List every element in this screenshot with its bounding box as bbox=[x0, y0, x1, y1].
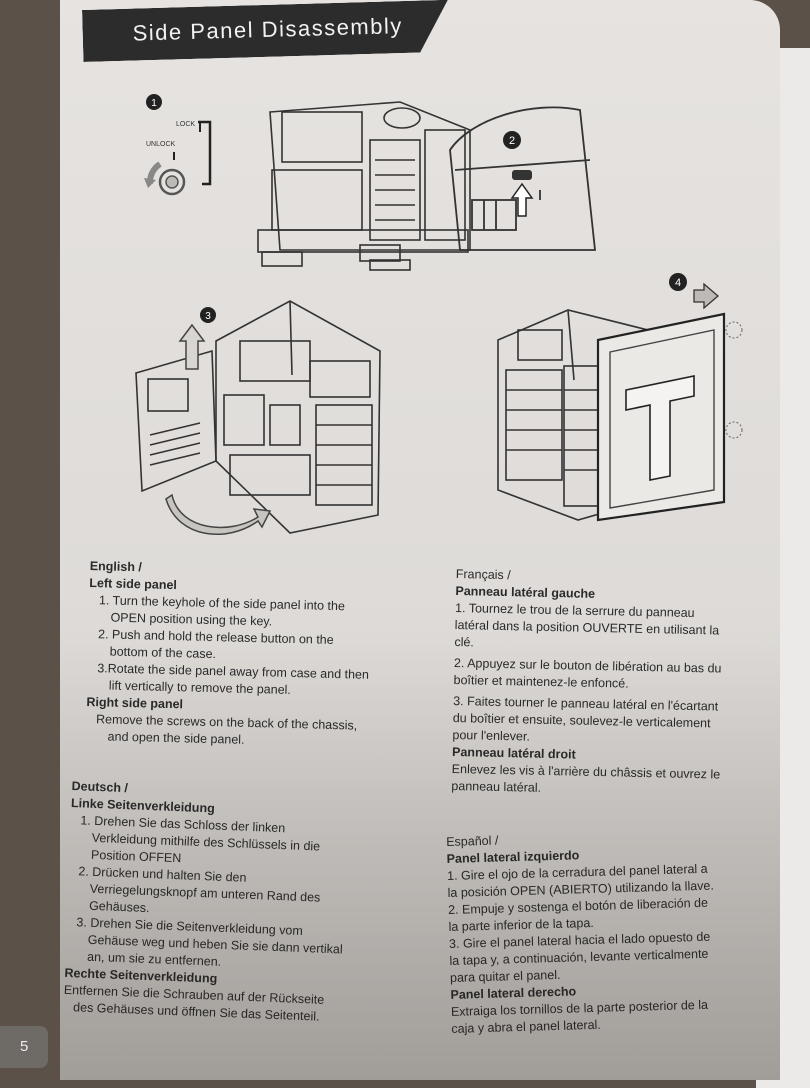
rotate-arrow-icon bbox=[165, 493, 272, 535]
step-number-1: 1 bbox=[151, 98, 157, 109]
keyhole-icon bbox=[158, 168, 186, 196]
right-panel-diagram: 4 bbox=[497, 273, 743, 522]
open-case-diagram: 3 bbox=[135, 300, 381, 535]
figure-left-panel-removal: 3 bbox=[120, 295, 400, 545]
french-instructions: Français / Panneau latéral gauche 1. Tou… bbox=[451, 566, 724, 801]
spanish-instructions: Español / Panel lateral izquierdo 1. Gir… bbox=[446, 827, 718, 1038]
page-number-tab: 5 bbox=[0, 1026, 48, 1068]
step-number-3: 3 bbox=[205, 311, 211, 322]
german-instructions: Deutsch / Linke Seitenverkleidung 1. Dre… bbox=[63, 778, 349, 1026]
release-button-icon bbox=[512, 170, 532, 180]
figure-release-button: 2 bbox=[240, 80, 600, 280]
thermaltake-logo-icon bbox=[625, 375, 695, 481]
lock-label: LOCK bbox=[176, 121, 195, 128]
up-arrow-icon bbox=[510, 182, 534, 217]
step-number-4: 4 bbox=[675, 277, 681, 289]
figure-lock-key: 1 LOCK UNLOCK bbox=[130, 88, 230, 208]
lift-arrow-icon bbox=[178, 323, 206, 370]
figure-right-panel-removal: 4 bbox=[488, 270, 748, 530]
case-top-diagram: 2 bbox=[257, 101, 597, 271]
page-number: 5 bbox=[20, 1038, 29, 1055]
step-number-2: 2 bbox=[509, 135, 515, 147]
lock-diagram: 1 LOCK UNLOCK bbox=[144, 94, 212, 196]
unlock-label: UNLOCK bbox=[146, 141, 176, 148]
page-title: Side Panel Disassembly bbox=[132, 13, 404, 46]
right-arrow-icon bbox=[693, 282, 719, 310]
title-banner: Side Panel Disassembly bbox=[82, 0, 449, 62]
english-instructions: English / Left side panel 1. Turn the ke… bbox=[85, 558, 371, 752]
